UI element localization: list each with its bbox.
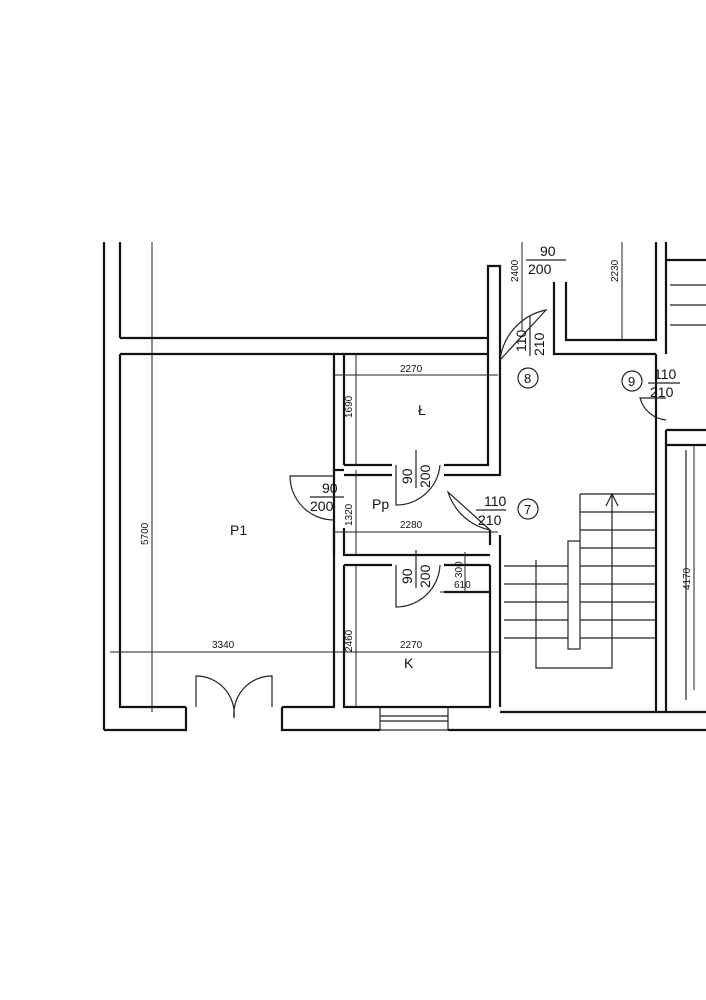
marker-8: 8	[517, 367, 539, 389]
door-g-height: 210	[650, 384, 674, 400]
room-label-pp: Pp	[372, 496, 389, 512]
dimension-label-610: 610	[454, 580, 471, 591]
door-c-height: 200	[417, 564, 433, 588]
marker-7: 7	[517, 498, 539, 520]
dimension-label-4170: 4170	[682, 567, 693, 590]
door-label-b: 90 200	[399, 450, 433, 488]
marker-7-label: 7	[524, 502, 531, 517]
dimension-label-2270-top: 2270	[400, 364, 423, 375]
dimension-label-2230: 2230	[610, 259, 621, 282]
door-a-width: 90	[322, 480, 338, 496]
room-label-k: K	[404, 655, 414, 671]
room-label-l: Ł	[418, 402, 426, 418]
dimension-label-2280: 2280	[400, 520, 423, 531]
door-label-g: 110 210	[648, 366, 680, 400]
door-e-width: 110	[513, 329, 529, 352]
marker-9: 9	[621, 370, 643, 392]
door-label-d: 90 200	[526, 243, 566, 277]
door-a-height: 200	[310, 498, 334, 514]
door-label-a: 90 200	[310, 480, 344, 514]
door-c-width: 90	[399, 568, 415, 584]
dimension-label-1320: 1320	[344, 503, 355, 526]
dimension-label-5700: 5700	[140, 522, 151, 545]
door-label-e: 110 210	[513, 316, 547, 356]
door-f-width: 110	[484, 493, 507, 509]
door-b-height: 200	[417, 464, 433, 488]
dimension-label-3340: 3340	[212, 640, 235, 651]
door-d-width: 90	[540, 243, 556, 259]
marker-8-label: 8	[524, 371, 531, 386]
door-g-width: 110	[654, 366, 677, 382]
door-e-height: 210	[531, 332, 547, 356]
door-label-c: 90 200	[399, 550, 433, 588]
room-label-p1: P1	[230, 522, 247, 538]
staircase	[504, 284, 706, 700]
dimension-lines	[110, 242, 695, 712]
dimension-label-300: 300	[454, 561, 465, 578]
door-d-height: 200	[528, 261, 552, 277]
walls	[102, 242, 706, 732]
dimension-label-1690: 1690	[344, 395, 355, 418]
dimension-label-2400: 2400	[510, 259, 521, 282]
door-b-width: 90	[399, 468, 415, 484]
door-label-f: 110 210	[476, 493, 507, 528]
dimension-label-2460: 2460	[344, 629, 355, 652]
door-swings	[195, 309, 667, 719]
marker-9-label: 9	[628, 374, 635, 389]
door-f-height: 210	[478, 512, 502, 528]
dimension-label-2270-bottom: 2270	[400, 640, 423, 651]
